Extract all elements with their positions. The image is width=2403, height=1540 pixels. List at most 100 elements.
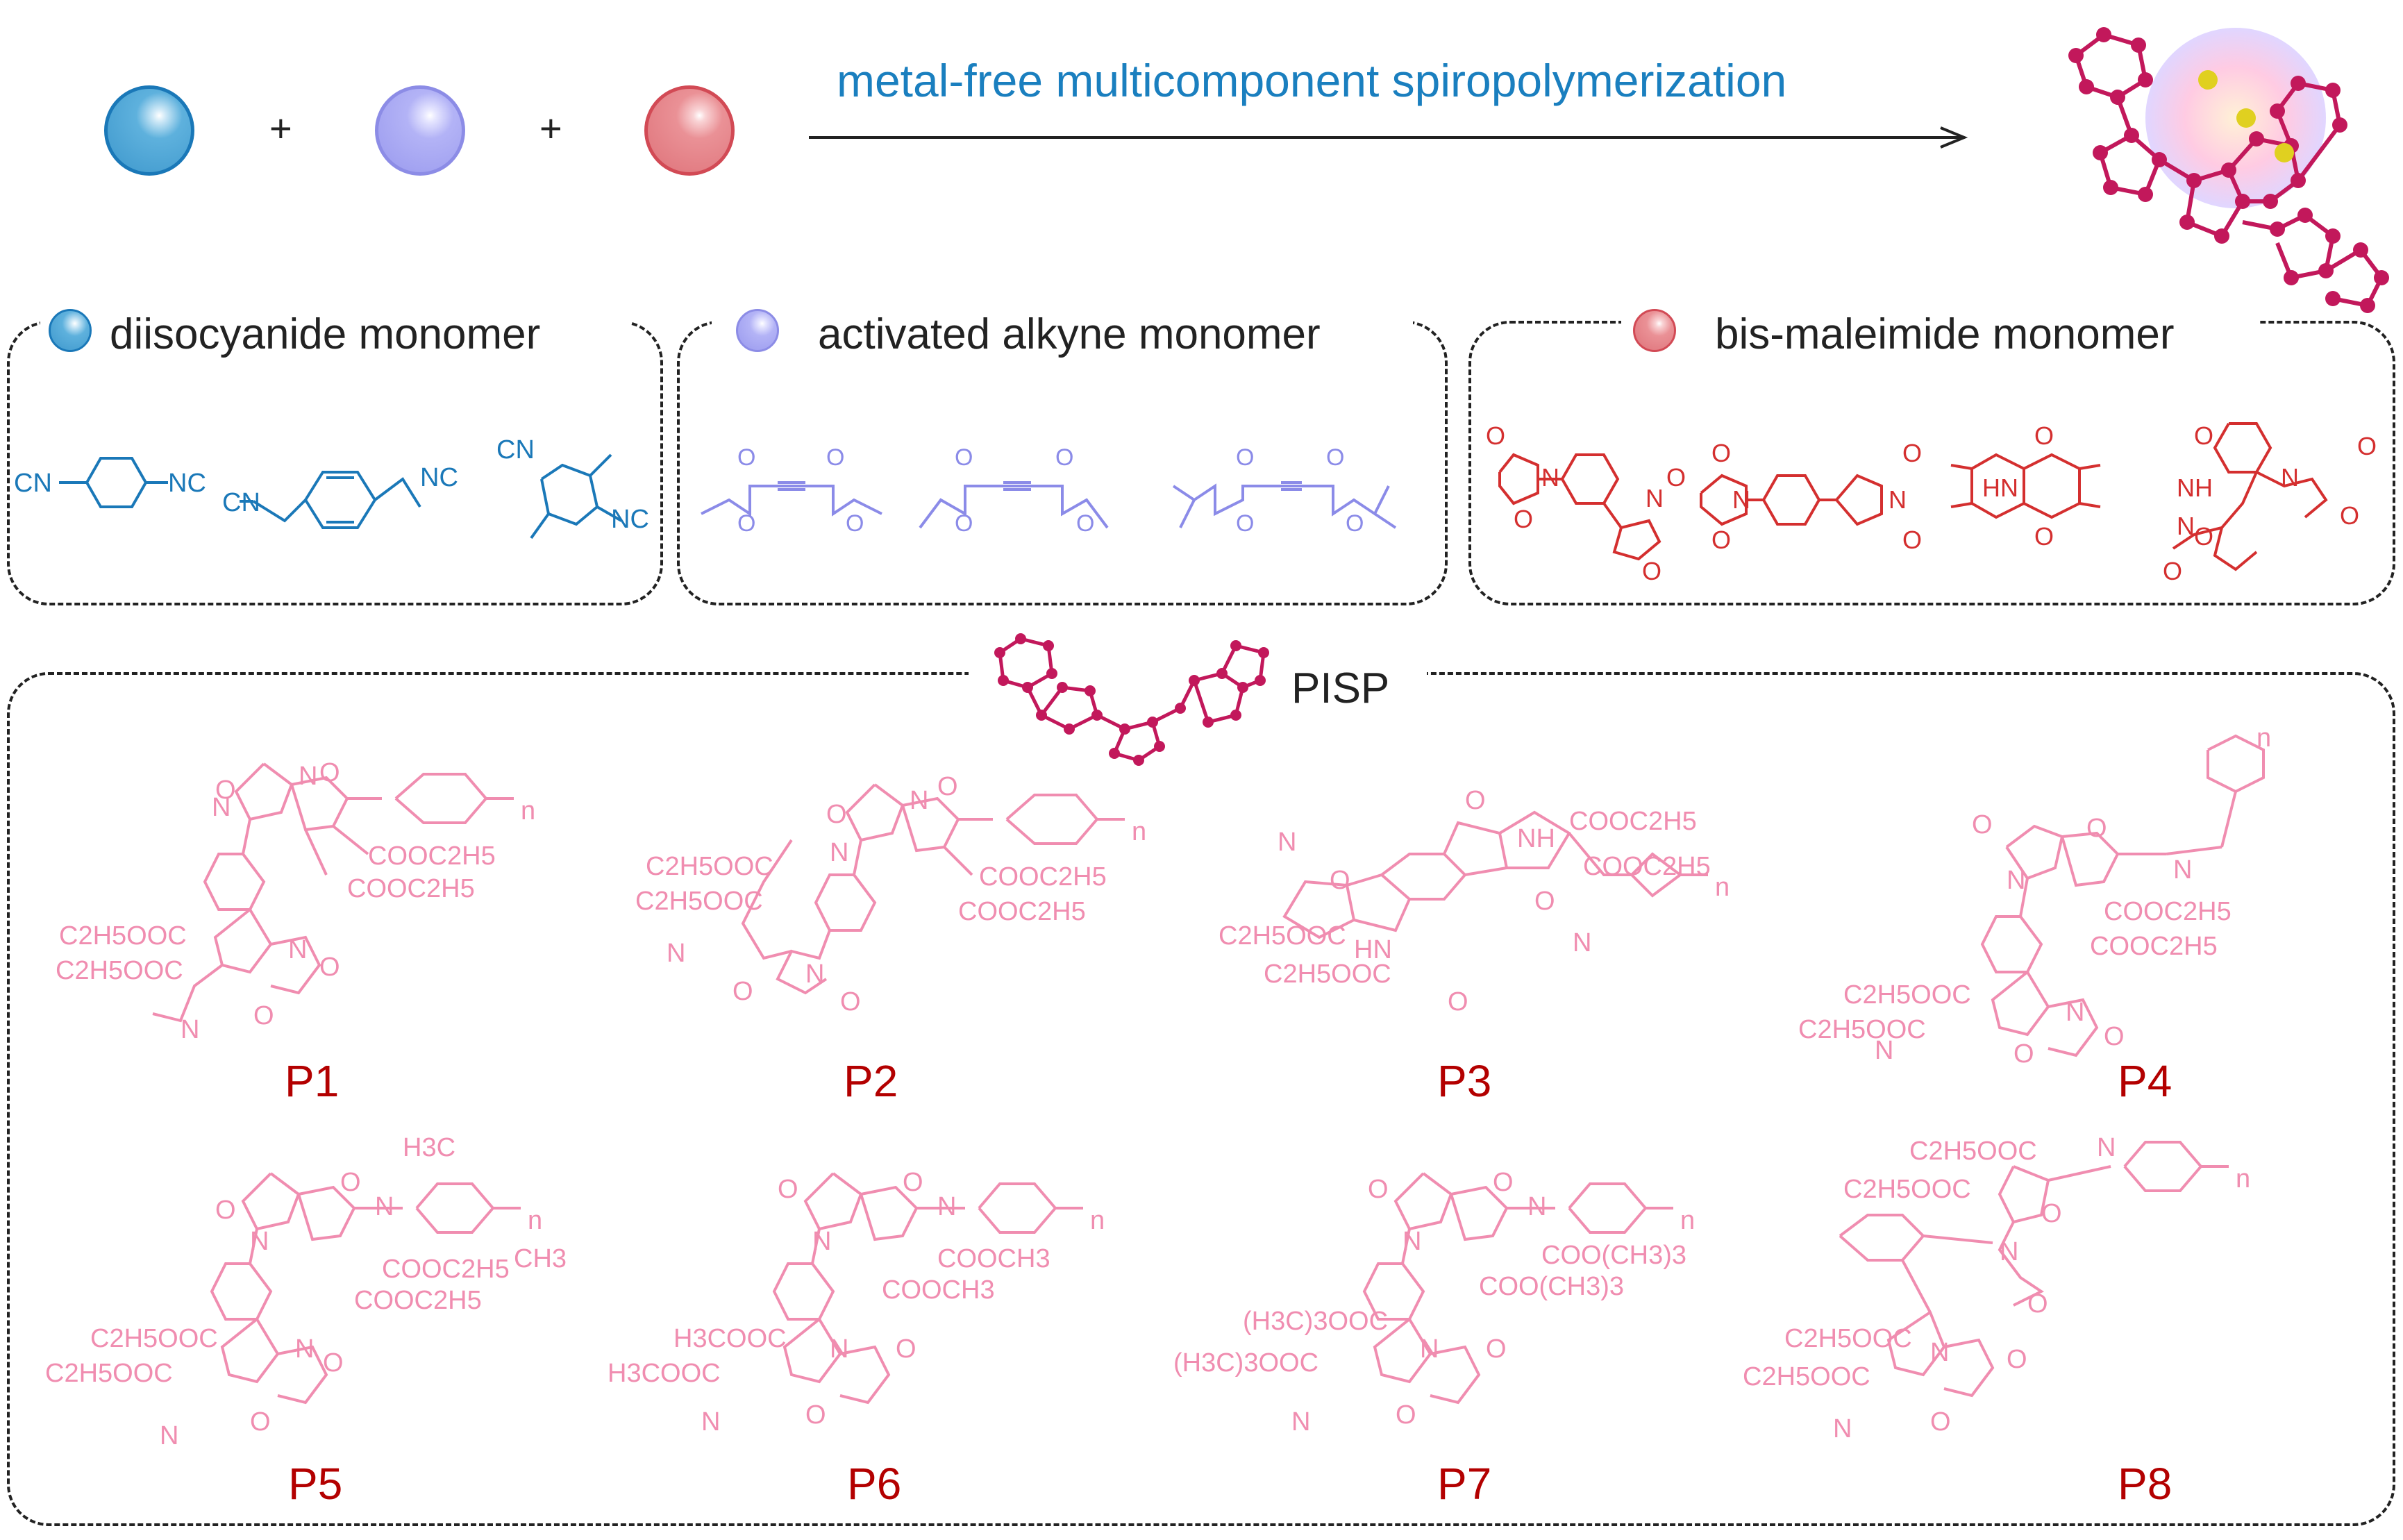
svg-text:COOC2H5: COOC2H5 xyxy=(382,1255,510,1284)
svg-text:O: O xyxy=(903,1168,923,1197)
svg-text:O: O xyxy=(2104,1022,2125,1051)
nc-label: NC xyxy=(611,505,649,534)
reaction-arrow-label: metal-free multicomponent spiropolymeriz… xyxy=(837,55,1787,106)
svg-text:O: O xyxy=(215,776,236,805)
svg-text:C2H5OOC: C2H5OOC xyxy=(59,921,187,951)
alkyne-structures: O O O O O O O O O O O O xyxy=(701,444,1397,537)
svg-text:O: O xyxy=(732,977,753,1006)
alkyne-sphere-icon xyxy=(736,309,779,352)
svg-text:O: O xyxy=(215,1196,236,1225)
svg-text:(H3C)3OOC: (H3C)3OOC xyxy=(1243,1307,1388,1336)
svg-text:O: O xyxy=(1368,1175,1389,1204)
svg-text:O: O xyxy=(2034,522,2054,551)
svg-text:COOCH3: COOCH3 xyxy=(882,1275,995,1305)
svg-text:N: N xyxy=(2097,1133,2116,1162)
svg-text:O: O xyxy=(319,758,340,787)
svg-text:O: O xyxy=(826,800,847,829)
svg-text:O: O xyxy=(1055,444,1073,471)
maleimide-structures: O O N N O O O O N N O O O O HN NH O O O … xyxy=(1486,421,2377,585)
svg-text:O: O xyxy=(1514,505,1533,533)
svg-text:CH3: CH3 xyxy=(514,1244,567,1273)
polymer-p4-structure: O N O N COOC2H5 COOC2H5 C2H5OOC C2H5OOC … xyxy=(1798,723,2271,1069)
polymer-label: P5 xyxy=(288,1459,343,1509)
pisp-title: PISP xyxy=(1291,664,1390,712)
svg-text:O: O xyxy=(826,444,844,471)
svg-text:O: O xyxy=(2357,432,2377,460)
svg-text:NH: NH xyxy=(1517,824,1555,853)
svg-text:N: N xyxy=(1573,928,1591,957)
svg-text:O: O xyxy=(2013,1039,2034,1069)
svg-text:N: N xyxy=(1875,1036,1893,1065)
svg-text:N: N xyxy=(701,1407,720,1437)
svg-text:O: O xyxy=(1236,510,1254,537)
svg-text:(H3C)3OOC: (H3C)3OOC xyxy=(1173,1348,1318,1378)
svg-text:N: N xyxy=(1527,1192,1546,1221)
polymer-label: P3 xyxy=(1437,1056,1492,1106)
svg-text:n: n xyxy=(2257,723,2271,753)
diisocyanide-sphere-icon xyxy=(104,85,194,176)
svg-text:O: O xyxy=(323,1348,344,1378)
svg-text:N: N xyxy=(2007,866,2025,895)
svg-text:O: O xyxy=(2027,1289,2048,1319)
svg-text:N: N xyxy=(1930,1338,1949,1367)
svg-text:N: N xyxy=(1646,484,1664,512)
svg-text:C2H5OOC: C2H5OOC xyxy=(1784,1324,1912,1353)
svg-text:O: O xyxy=(1666,463,1686,492)
svg-text:COOCH3: COOCH3 xyxy=(937,1244,1050,1273)
svg-text:O: O xyxy=(253,1001,274,1030)
svg-text:O: O xyxy=(1534,887,1555,916)
svg-text:COOC2H5: COOC2H5 xyxy=(1569,807,1697,836)
svg-text:COOC2H5: COOC2H5 xyxy=(368,842,496,871)
svg-text:HN: HN xyxy=(1354,935,1392,964)
svg-text:C2H5OOC: C2H5OOC xyxy=(1743,1362,1870,1391)
polymer-product-icon xyxy=(2034,14,2395,319)
polymer-label: P6 xyxy=(847,1459,902,1509)
polymer-p6-structure: O N O N COOCH3 COOCH3 H3COOC H3COOC N O … xyxy=(608,1168,1105,1437)
svg-text:N: N xyxy=(667,939,685,968)
svg-text:O: O xyxy=(1711,439,1731,467)
svg-text:O: O xyxy=(840,987,861,1016)
svg-text:N: N xyxy=(2177,512,2195,540)
polymer-p1-structure: O N N O COOC2H5 COOC2H5 C2H5OOC C2H5OOC … xyxy=(56,758,535,1044)
svg-text:O: O xyxy=(805,1400,826,1430)
svg-text:N: N xyxy=(1732,485,1750,514)
svg-text:O: O xyxy=(2194,522,2213,551)
svg-text:COO(CH3)3: COO(CH3)3 xyxy=(1479,1272,1624,1301)
svg-text:N: N xyxy=(937,1192,956,1221)
diisocyanide-sphere-icon xyxy=(49,309,92,352)
svg-text:COOC2H5: COOC2H5 xyxy=(1583,852,1711,881)
svg-text:NH: NH xyxy=(2177,474,2213,502)
svg-text:O: O xyxy=(1330,866,1350,895)
diisocyanide-structures: CN NC CN NC CN NC xyxy=(14,435,649,539)
svg-text:O: O xyxy=(1486,1334,1507,1364)
svg-text:O: O xyxy=(2194,421,2213,450)
svg-text:C2H5OOC: C2H5OOC xyxy=(1843,1175,1971,1204)
svg-text:C2H5OOC: C2H5OOC xyxy=(90,1324,218,1353)
svg-text:O: O xyxy=(937,772,958,801)
diisocyanide-title: diisocyanide monomer xyxy=(110,310,541,358)
svg-text:N: N xyxy=(1833,1414,1852,1443)
svg-text:O: O xyxy=(1902,526,1922,554)
svg-text:COOC2H5: COOC2H5 xyxy=(2104,897,2232,926)
svg-text:O: O xyxy=(2041,1199,2062,1228)
svg-text:O: O xyxy=(737,510,755,537)
svg-text:O: O xyxy=(2163,557,2182,585)
svg-text:C2H5OOC: C2H5OOC xyxy=(1843,980,1971,1010)
polymer-label: P4 xyxy=(2118,1056,2172,1106)
svg-text:O: O xyxy=(955,444,973,471)
cn-label: CN xyxy=(496,435,535,464)
polymer-label: P7 xyxy=(1437,1459,1492,1509)
svg-text:n: n xyxy=(1680,1206,1695,1235)
svg-text:N: N xyxy=(2173,855,2192,885)
svg-text:O: O xyxy=(955,510,973,537)
svg-text:O: O xyxy=(1486,421,1505,450)
cn-label: CN xyxy=(14,469,52,498)
alkyne-title: activated alkyne monomer xyxy=(818,310,1321,358)
svg-text:N: N xyxy=(295,1334,314,1364)
svg-text:N: N xyxy=(160,1421,178,1450)
svg-text:H3COOC: H3COOC xyxy=(608,1359,721,1388)
nc-label: NC xyxy=(168,469,206,498)
svg-text:COOC2H5: COOC2H5 xyxy=(347,874,475,903)
svg-text:N: N xyxy=(299,762,317,791)
svg-text:n: n xyxy=(528,1206,542,1235)
